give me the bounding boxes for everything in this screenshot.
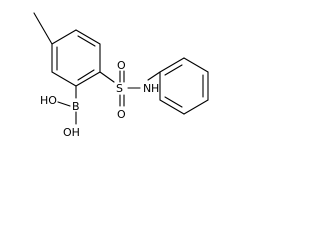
ring-bond <box>51 71 77 87</box>
boron-hydroxyl-bond <box>57 101 71 107</box>
ring-bond <box>75 71 101 87</box>
ring-double-bond <box>77 69 95 81</box>
oxygen-lower-label: O <box>117 108 126 121</box>
oxygen-upper-label: O <box>117 59 126 72</box>
structural-formula: B HO OH S O O N H <box>33 12 209 139</box>
ring-double-bond <box>164 64 183 76</box>
sulfur-label: S <box>116 82 123 95</box>
methylphenyl-ring <box>51 29 101 87</box>
boron-label: B <box>72 100 80 113</box>
phenyl-ring <box>159 57 209 115</box>
benzyl-bond <box>147 71 161 81</box>
methyl-bond <box>33 12 53 45</box>
hydroxyl-upper-label: HO <box>40 94 57 107</box>
ring-bond <box>159 57 185 73</box>
ring-bond <box>75 29 101 45</box>
hydroxyl-lower-label: OH <box>63 126 80 139</box>
amine-hydrogen-label: H <box>151 82 159 95</box>
ring-bond <box>159 99 185 115</box>
ring-bond <box>51 29 77 45</box>
ring-bond <box>183 99 209 115</box>
amine-label: N <box>143 82 151 95</box>
ring-double-bond <box>164 96 183 108</box>
ring-bond <box>183 57 209 73</box>
sulfur-bond <box>99 71 115 83</box>
ring-double-bond <box>77 35 96 47</box>
